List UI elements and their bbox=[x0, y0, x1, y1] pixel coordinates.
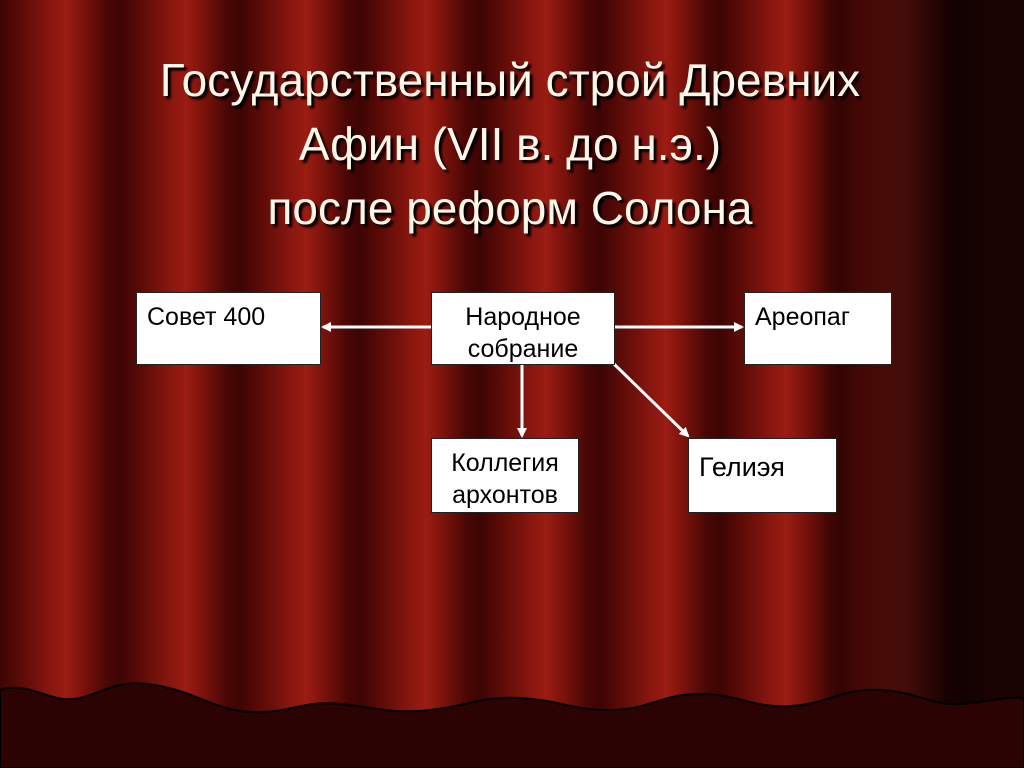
node-kollegia-label-2: архонтов bbox=[452, 481, 558, 509]
node-sovet-label: Совет 400 bbox=[147, 303, 266, 331]
node-narodnoe-sobranie: Народное собрание bbox=[431, 292, 615, 365]
node-narod-label-1: Народное bbox=[465, 303, 581, 331]
title-line-3: после реформ Солона bbox=[267, 182, 753, 234]
node-kollegia-label-1: Коллегия bbox=[451, 449, 559, 477]
curtain-hem bbox=[0, 682, 1024, 768]
title-line-1: Государственный строй Древних bbox=[159, 54, 861, 106]
node-kollegia-arhontov: Коллегия архонтов bbox=[431, 438, 579, 513]
arrow-to-geliea bbox=[612, 362, 690, 438]
node-geliea: Гелиэя bbox=[688, 438, 837, 513]
node-sovet-400: Совет 400 bbox=[136, 292, 321, 365]
node-narod-label-2: собрание bbox=[467, 335, 579, 363]
node-geliea-label: Гелиэя bbox=[699, 452, 785, 482]
node-areopag: Ареопаг bbox=[744, 292, 892, 365]
title-line-2: Афин (VII в. до н.э.) bbox=[298, 118, 722, 170]
node-areopag-label: Ареопаг bbox=[755, 303, 850, 331]
slide-title: Государственный строй Древних Афин (VII … bbox=[60, 48, 960, 240]
